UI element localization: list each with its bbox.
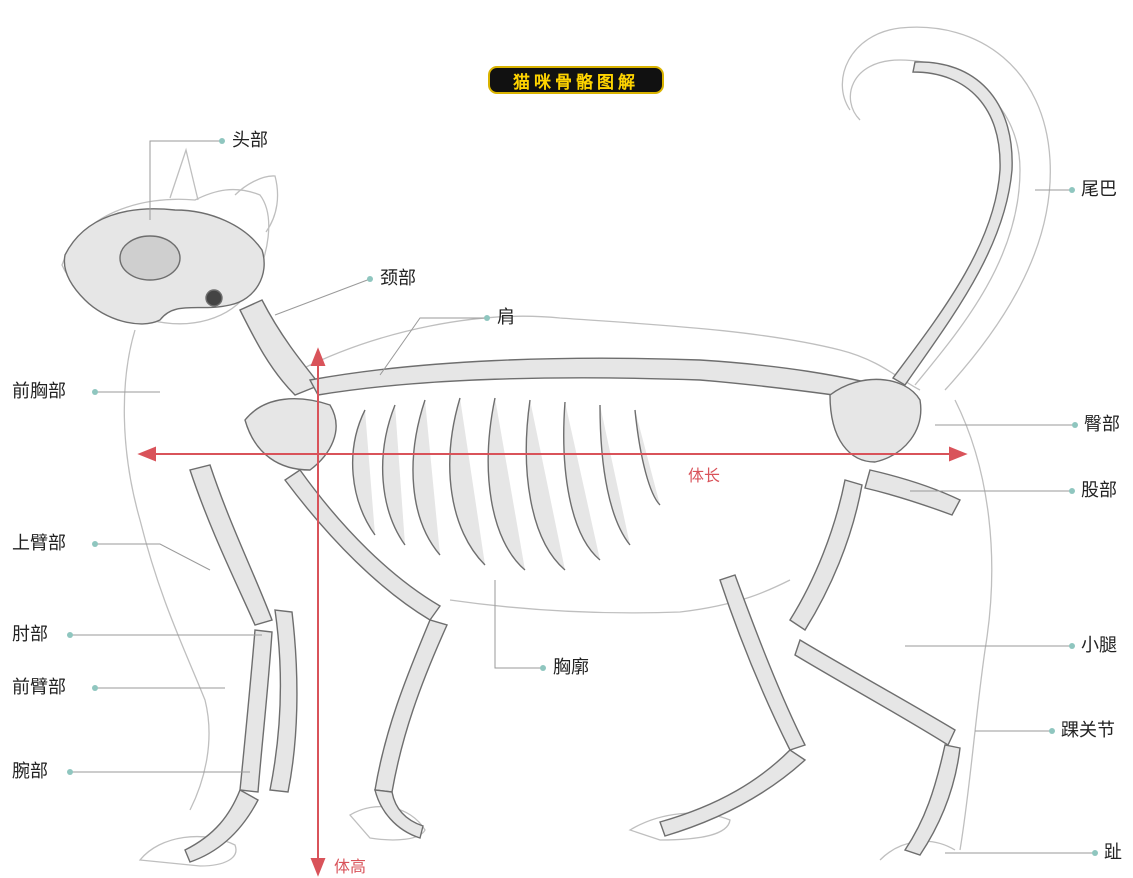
label-body-height: 体高 xyxy=(334,853,366,877)
label-shoulder: 肩 xyxy=(497,307,515,329)
label-head: 头部 xyxy=(232,130,268,152)
label-forearm: 前臂部 xyxy=(12,677,66,699)
body-height-arrow-top xyxy=(312,350,324,365)
label-tail: 尾巴 xyxy=(1081,179,1117,201)
body-length-arrow-left xyxy=(140,448,155,460)
label-wrist: 腕部 xyxy=(12,761,48,783)
label-hip: 臀部 xyxy=(1084,414,1120,436)
label-upper-arm: 上臂部 xyxy=(12,533,66,555)
label-lower-leg: 小腿 xyxy=(1081,635,1117,657)
label-thigh: 股部 xyxy=(1081,480,1117,502)
leader-neck xyxy=(275,279,370,315)
label-forechest: 前胸部 xyxy=(12,381,66,403)
leader-head xyxy=(150,141,222,220)
label-ankle: 踝关节 xyxy=(1061,720,1115,742)
label-body-length: 体长 xyxy=(688,462,720,486)
label-neck: 颈部 xyxy=(380,268,416,290)
body-height-arrow-bottom xyxy=(312,859,324,874)
label-toe: 趾 xyxy=(1104,842,1122,864)
body-length-arrow-right xyxy=(950,448,965,460)
leader-ribcage xyxy=(495,580,543,668)
label-elbow: 肘部 xyxy=(12,624,48,646)
diagram-title: 猫咪骨骼图解 xyxy=(488,66,664,94)
label-ribcage: 胸廓 xyxy=(553,657,589,679)
skeleton-bones xyxy=(64,62,1012,862)
